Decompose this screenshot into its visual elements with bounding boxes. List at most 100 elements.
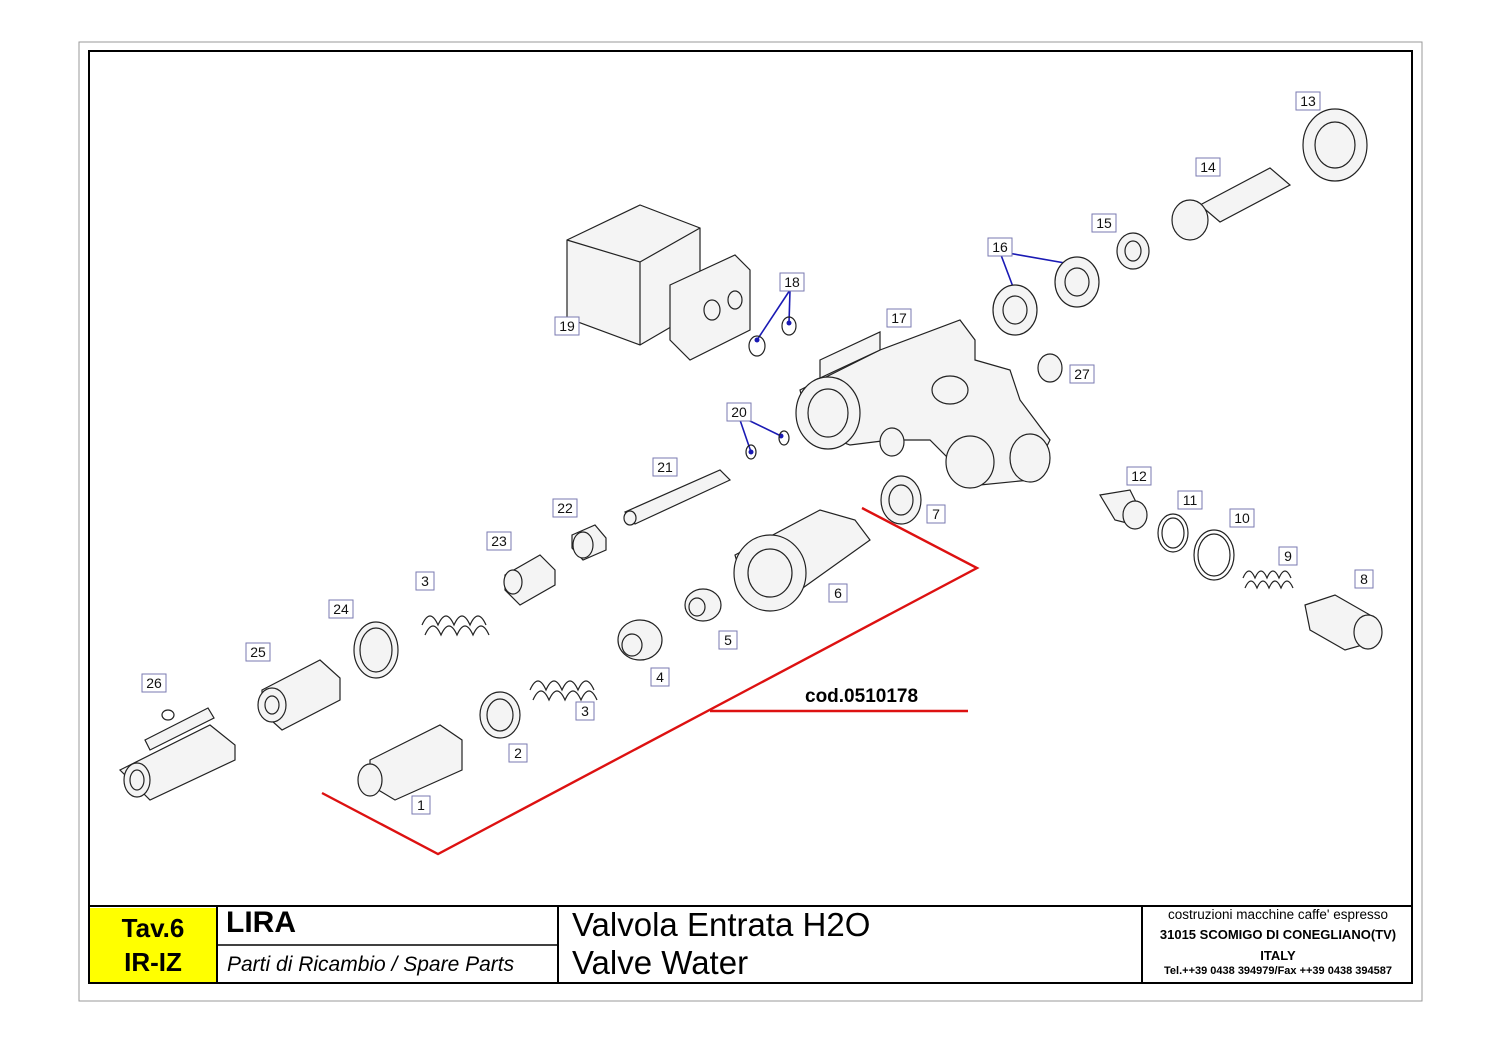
label-2: 2 — [508, 743, 528, 763]
svg-text:24: 24 — [333, 601, 349, 617]
table-number: Tav.6 — [121, 913, 185, 943]
label-6: 6 — [828, 583, 848, 603]
svg-text:23: 23 — [491, 533, 507, 549]
part-21-stem — [623, 469, 732, 526]
label-17: 17 — [886, 308, 912, 328]
svg-text:3: 3 — [421, 573, 429, 589]
assembly-highlight — [321, 506, 980, 856]
label-8: 8 — [1354, 569, 1374, 589]
svg-text:19: 19 — [559, 318, 575, 334]
part-3-spring-lower — [529, 680, 598, 702]
svg-text:4: 4 — [656, 669, 664, 685]
label-26: 26 — [141, 673, 167, 693]
part-labels: 1 2 3 3 4 5 6 7 8 9 10 11 12 13 14 15 16… — [141, 91, 1374, 815]
part-26-ball-valve — [118, 707, 236, 801]
part-2-washer — [479, 691, 521, 739]
part-12-check-pin — [1099, 489, 1148, 530]
part-22-disc — [571, 524, 607, 561]
label-3-lower: 3 — [575, 701, 595, 721]
drawing-title-it: Valvola Entrata H2O — [572, 906, 871, 943]
company-tagline: costruzioni macchine caffe' espresso — [1168, 907, 1388, 922]
company-address: 31015 SCOMIGO DI CONEGLIANO(TV) — [1159, 927, 1397, 942]
part-10-washer — [1193, 529, 1235, 581]
svg-text:6: 6 — [834, 585, 842, 601]
label-23: 23 — [486, 531, 512, 551]
part-7-washer — [880, 475, 922, 525]
svg-text:14: 14 — [1200, 159, 1216, 175]
model-name: LIRA — [226, 906, 296, 939]
part-6-hex-fitting — [733, 509, 871, 612]
svg-text:21: 21 — [657, 459, 673, 475]
part-19-solenoid-coil — [566, 204, 751, 361]
part-11-washer — [1157, 513, 1189, 553]
part-24-washer — [353, 621, 399, 679]
svg-text:9: 9 — [1284, 548, 1292, 564]
part-5-disc — [684, 588, 722, 622]
part-8-fitting — [1304, 594, 1383, 651]
svg-text:1: 1 — [417, 797, 425, 813]
svg-text:3: 3 — [581, 703, 589, 719]
company-country: ITALY — [1260, 948, 1296, 963]
label-15: 15 — [1091, 213, 1117, 233]
parts-subtitle: Parti di Ricambio / Spare Parts — [227, 953, 515, 976]
part-18-rings — [748, 316, 797, 357]
part-9-spring — [1242, 570, 1294, 590]
drawing-border — [88, 50, 1413, 984]
svg-text:5: 5 — [724, 632, 732, 648]
label-4: 4 — [650, 667, 670, 687]
part-14-plunger — [1171, 167, 1292, 241]
part-13-nut — [1302, 108, 1368, 182]
part-20-o-rings — [745, 430, 790, 460]
drawing-title-en: Valve Water — [572, 944, 749, 981]
assembly-code: cod.0510178 — [805, 686, 919, 707]
svg-text:22: 22 — [557, 500, 573, 516]
title-block-grid — [89, 905, 1412, 983]
table-tag: Tav.6 IR-IZ — [90, 908, 216, 982]
svg-text:15: 15 — [1096, 215, 1112, 231]
svg-text:26: 26 — [146, 675, 162, 691]
label-27: 27 — [1069, 364, 1095, 384]
svg-text:10: 10 — [1234, 510, 1250, 526]
label-10: 10 — [1229, 508, 1255, 528]
label-24: 24 — [328, 599, 354, 619]
part-16-nuts — [992, 256, 1100, 336]
svg-text:18: 18 — [784, 274, 800, 290]
label-25: 25 — [245, 642, 271, 662]
label-12: 12 — [1126, 466, 1152, 486]
svg-text:20: 20 — [731, 404, 747, 420]
part-4-piston — [617, 619, 663, 661]
svg-text:11: 11 — [1183, 492, 1198, 508]
svg-text:7: 7 — [932, 506, 940, 522]
svg-text:13: 13 — [1300, 93, 1316, 109]
label-19: 19 — [554, 316, 580, 336]
svg-text:2: 2 — [514, 745, 522, 761]
label-1: 1 — [411, 795, 431, 815]
outer-frame — [78, 41, 1423, 1002]
svg-text:25: 25 — [250, 644, 266, 660]
label-7: 7 — [926, 504, 946, 524]
label-13: 13 — [1295, 91, 1321, 111]
part-27-cap — [1037, 353, 1063, 383]
label-5: 5 — [718, 630, 738, 650]
label-14: 14 — [1195, 157, 1221, 177]
label-21: 21 — [652, 457, 678, 477]
svg-text:16: 16 — [992, 239, 1008, 255]
part-15-bushing — [1116, 232, 1150, 270]
part-17-valve-body — [795, 319, 1051, 489]
label-3-upper: 3 — [415, 571, 435, 591]
table-code: IR-IZ — [124, 947, 182, 977]
svg-text:8: 8 — [1360, 571, 1368, 587]
svg-text:17: 17 — [891, 310, 907, 326]
part-25-hex-fitting — [257, 659, 341, 731]
label-16: 16 — [987, 237, 1013, 257]
label-9: 9 — [1278, 546, 1298, 566]
svg-text:12: 12 — [1131, 468, 1147, 484]
label-22: 22 — [552, 498, 578, 518]
part-3-spring-upper — [421, 615, 490, 637]
company-phone: Tel.++39 0438 394979/Fax ++39 0438 39458… — [1164, 965, 1392, 977]
part-1-fitting — [357, 724, 463, 801]
svg-text:27: 27 — [1074, 366, 1090, 382]
label-18: 18 — [779, 272, 805, 292]
part-23-piston — [503, 554, 556, 606]
